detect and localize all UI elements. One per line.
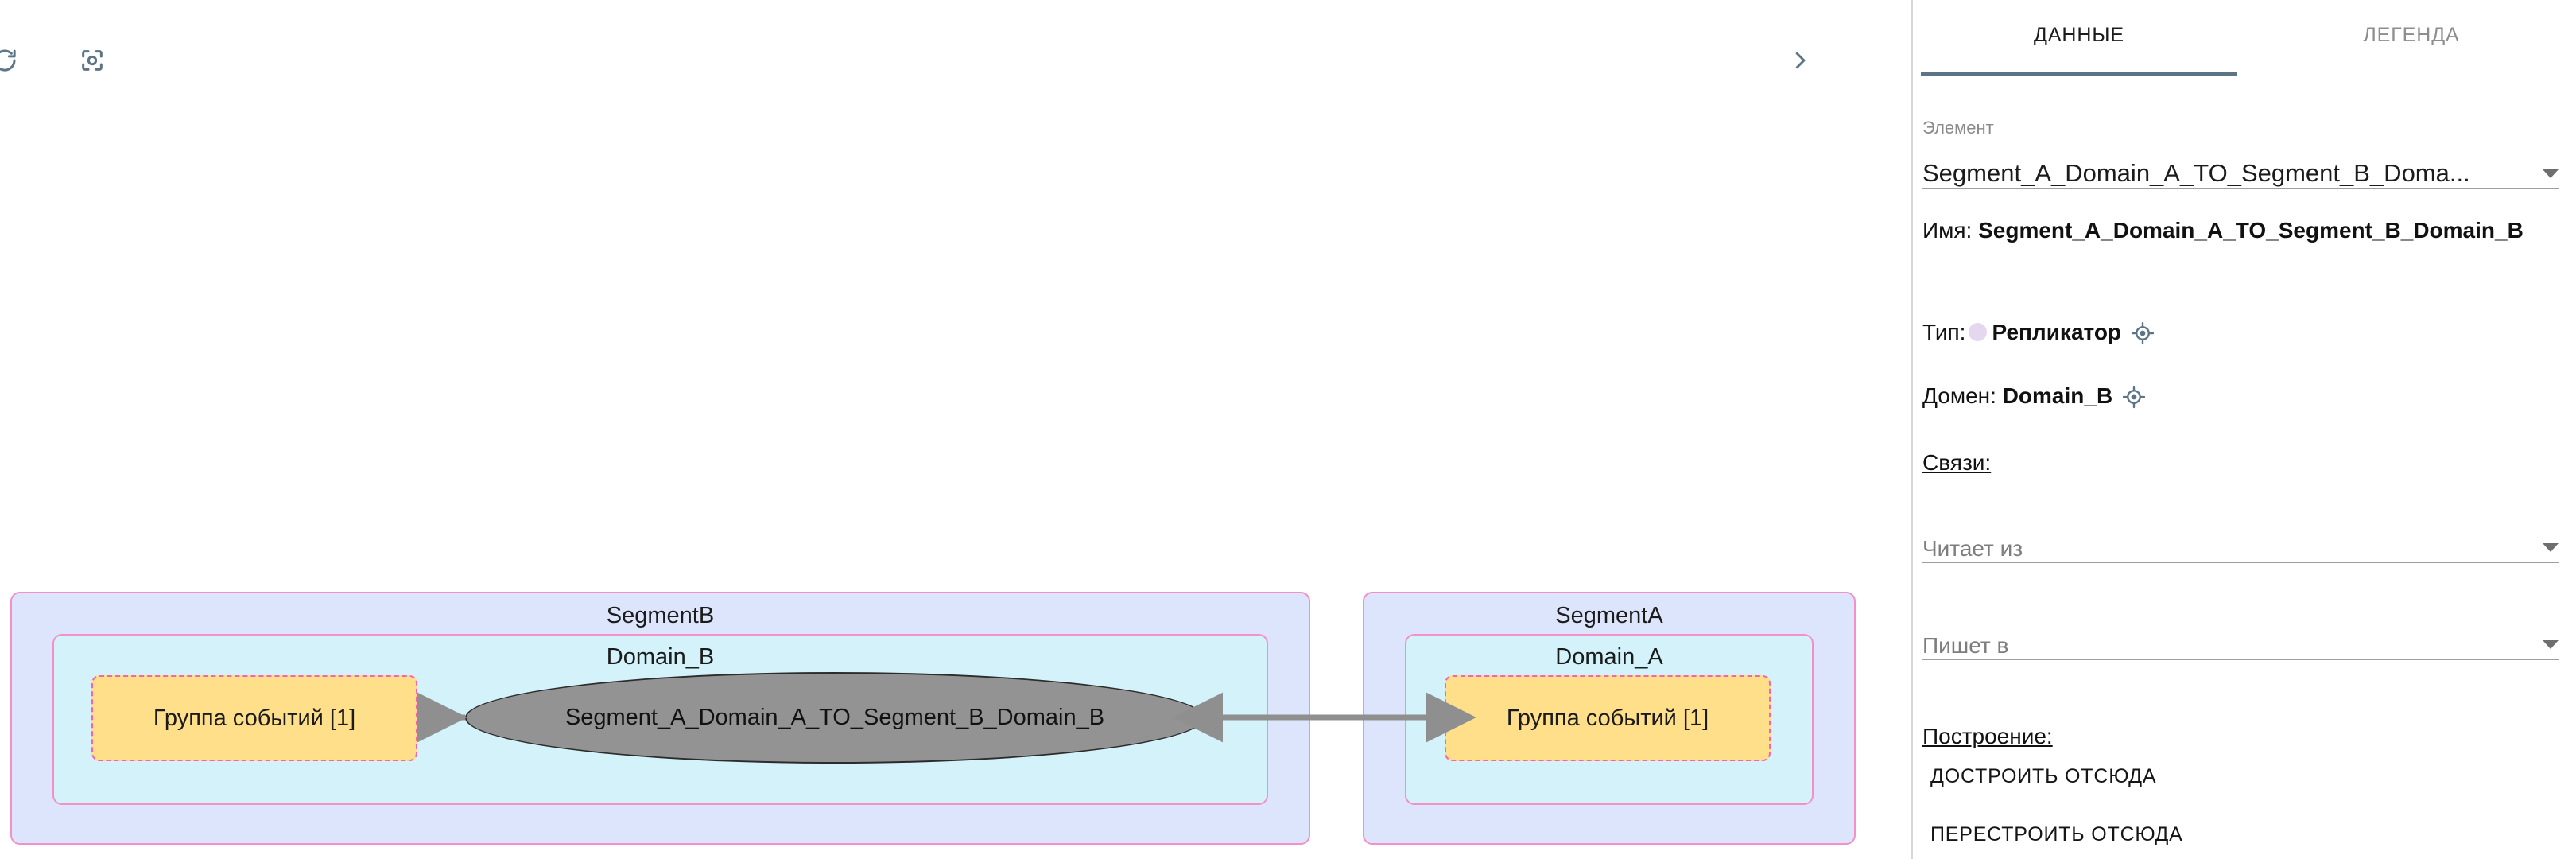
writes-to-select[interactable]: Пишет в <box>1922 617 2559 660</box>
detail-type: Тип: Репликатор <box>1922 318 2155 352</box>
event-group-node-a[interactable]: Группа событий [1] <box>1445 675 1771 761</box>
rebuild-from-here-button[interactable]: ПЕРЕСТРОИТЬ ОТСЮДА <box>1930 823 2183 845</box>
locate-target-icon[interactable] <box>2122 385 2146 416</box>
detail-type-value: Репликатор <box>1992 320 2122 344</box>
detail-name: Имя: Segment_A_Domain_A_TO_Segment_B_Dom… <box>1922 216 2559 245</box>
chevron-right-icon[interactable] <box>1778 38 1822 83</box>
element-select-label: Элемент <box>1922 118 1994 138</box>
segment-b-title: SegmentB <box>606 603 715 628</box>
replicator-node[interactable]: Segment_A_Domain_A_TO_Segment_B_Domain_B <box>465 672 1205 764</box>
segment-a-title: SegmentA <box>1555 603 1663 628</box>
detail-domain-value: Domain_B <box>2002 383 2113 408</box>
domain-b-title: Domain_B <box>606 644 715 670</box>
element-select[interactable]: Segment_A_Domain_A_TO_Segment_B_Doma... <box>1922 145 2559 189</box>
chevron-down-icon <box>2543 640 2559 649</box>
tab-data[interactable]: ДАННЫЕ <box>1913 0 2245 76</box>
detail-type-label: Тип: <box>1922 320 1966 344</box>
type-color-swatch <box>1969 323 1988 341</box>
event-group-node-b[interactable]: Группа событий [1] <box>91 675 417 761</box>
build-section-heading: Построение: <box>1922 724 2053 748</box>
reads-from-placeholder: Читает из <box>1922 536 2023 561</box>
reads-from-select[interactable]: Читает из <box>1922 520 2559 563</box>
detail-domain-label: Домен: <box>1922 383 1996 408</box>
center-focus-icon[interactable] <box>70 38 114 83</box>
chevron-down-icon <box>2543 169 2559 178</box>
domain-a-title: Domain_A <box>1555 644 1663 670</box>
chevron-down-icon <box>2543 543 2559 552</box>
detail-name-label: Имя: <box>1922 218 1973 243</box>
panel-tabs: ДАННЫЕ ЛЕГЕНДА <box>1913 0 2576 76</box>
element-select-value: Segment_A_Domain_A_TO_Segment_B_Doma... <box>1922 159 2470 187</box>
refresh-icon[interactable] <box>0 38 27 83</box>
build-from-here-button[interactable]: ДОСТРОИТЬ ОТСЮДА <box>1930 765 2157 787</box>
writes-to-placeholder: Пишет в <box>1922 633 2009 658</box>
links-section-heading: Связи: <box>1922 450 1992 475</box>
diagram-canvas[interactable]: SegmentB Domain_B Группа событий [1] Seg… <box>0 0 1911 859</box>
detail-domain: Домен: Domain_B <box>1922 382 2146 416</box>
locate-target-icon[interactable] <box>2131 321 2155 352</box>
detail-name-value: Segment_A_Domain_A_TO_Segment_B_Domain_B <box>1978 218 2524 243</box>
side-panel: ДАННЫЕ ЛЕГЕНДА Элемент Segment_A_Domain_… <box>1911 0 2576 859</box>
tab-legend[interactable]: ЛЕГЕНДА <box>2363 23 2460 46</box>
